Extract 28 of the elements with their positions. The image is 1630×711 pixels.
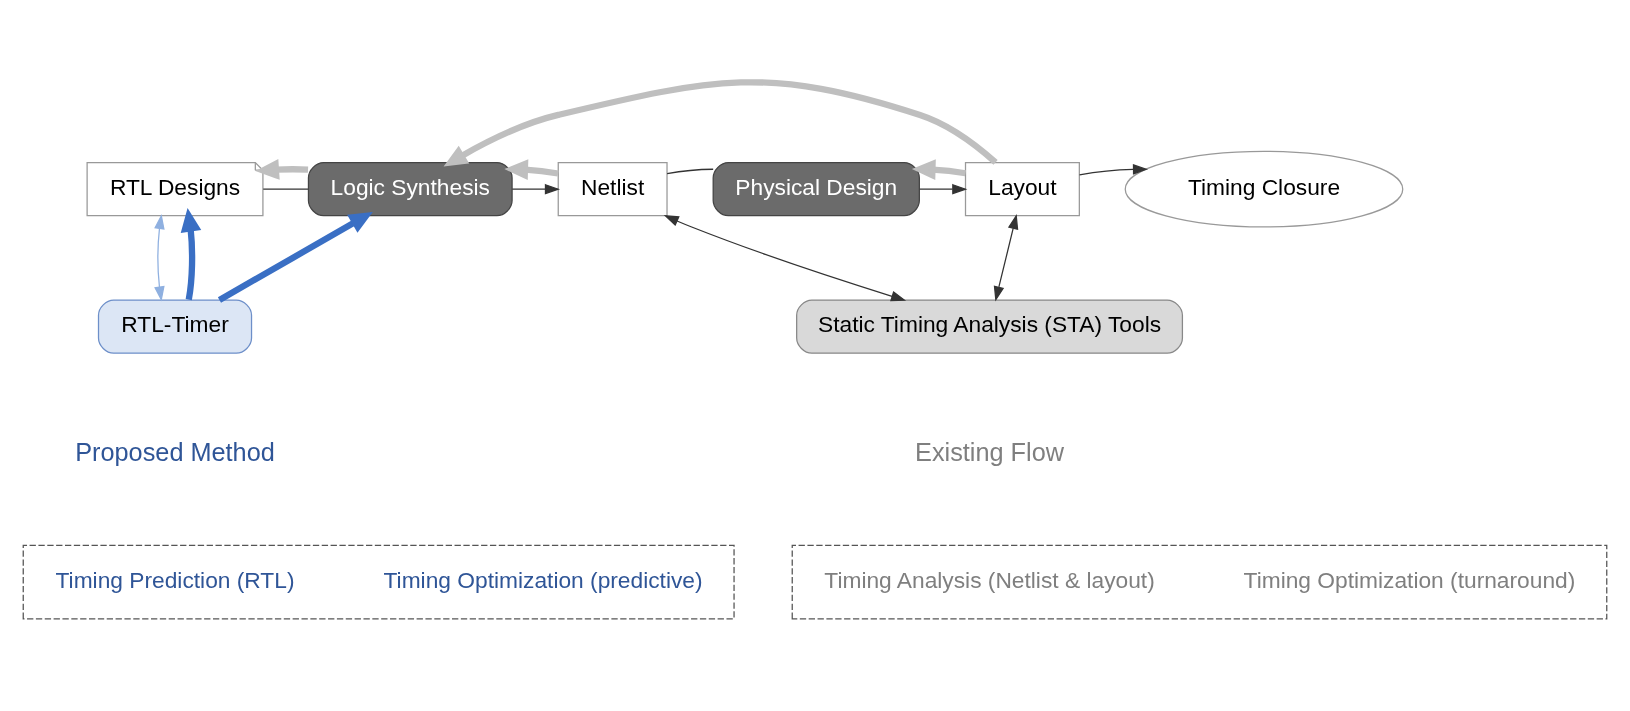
node-box: Logic Synthesis: [307, 162, 513, 217]
arrow: [217, 211, 373, 303]
arrow: [1078, 164, 1149, 176]
connector: [262, 188, 309, 190]
arrow: [154, 213, 165, 302]
node-box: [791, 544, 1608, 620]
arrow: [919, 183, 968, 195]
connector: [666, 168, 714, 175]
label: Existing Flow: [915, 437, 1065, 466]
arrow: [911, 159, 966, 181]
node-box: RTL-Timer: [97, 299, 253, 354]
arrow: [504, 159, 559, 181]
node-box: [22, 544, 735, 620]
legend-label: Timing Prediction (RTL): [55, 566, 295, 593]
node-box: Layout: [964, 162, 1080, 217]
arrow: [511, 183, 561, 195]
node-box: Netlist: [557, 162, 668, 217]
label: Proposed Method: [75, 437, 275, 466]
arrow: [663, 215, 907, 302]
legend-label: Timing Optimization (predictive): [383, 566, 703, 593]
arrow: [993, 213, 1019, 302]
legend-label: Timing Optimization (turnaround): [1243, 566, 1576, 593]
arrow: [180, 208, 202, 301]
node-box: Static Timing Analysis (STA) Tools: [796, 299, 1184, 354]
node-ellipse: Timing Closure: [1124, 150, 1404, 228]
arrow: [443, 79, 998, 167]
node-box: Physical Design: [712, 162, 920, 217]
legend-label: Timing Analysis (Netlist & layout): [824, 566, 1155, 593]
